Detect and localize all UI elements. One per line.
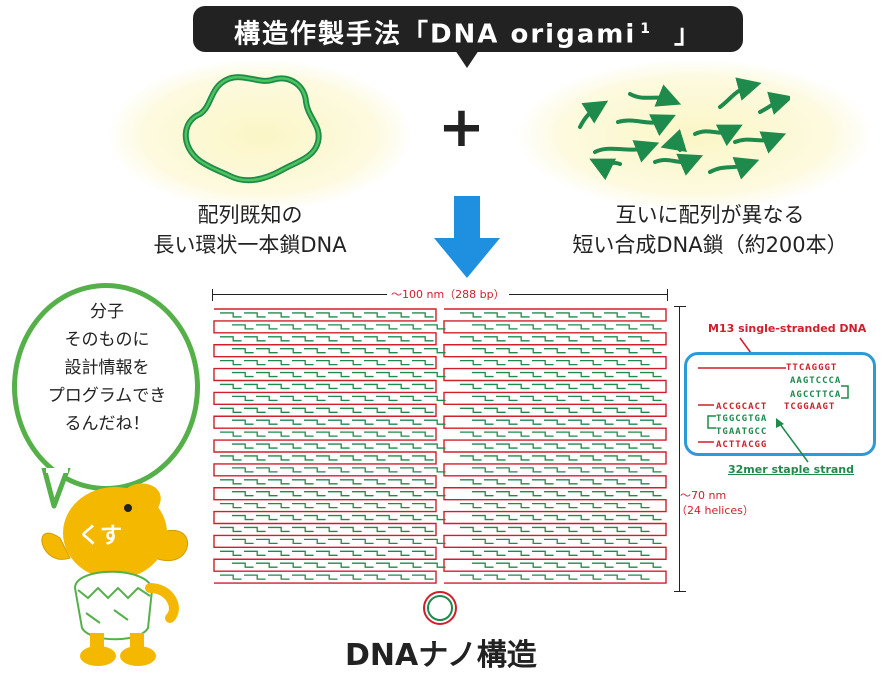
left-caption-line2: 長い環状一本鎖DNA — [153, 233, 347, 257]
m13-label: M13 single-stranded DNA — [708, 322, 867, 335]
bubble-text: 分子 そのものに 設計情報を プログラムでき るんだね！ — [18, 298, 196, 438]
title-text: 構造作製手法「DNA origami — [233, 19, 637, 50]
bubble-line-2: そのものに — [64, 330, 150, 350]
mascot-icon — [41, 483, 188, 666]
width-dimension: ～100 nm（288 bp） — [212, 286, 668, 302]
down-arrow-icon — [434, 196, 500, 278]
right-caption: 互いに配列が異なる 短い合成DNA鎖（約200本） — [560, 200, 860, 260]
short-strands-icon — [578, 77, 790, 181]
seq-8: ACTTACGG — [716, 440, 768, 450]
staple-pointer-icon — [776, 418, 809, 463]
inset-lines — [698, 367, 849, 443]
title-close: 」 — [674, 19, 703, 50]
scaffold-loop-icon — [423, 591, 457, 625]
dna-origami-structure — [213, 308, 667, 584]
speech-bubble — [12, 283, 200, 491]
mascot-label: くす — [78, 524, 123, 549]
sequence-inset — [684, 352, 876, 456]
right-caption-line1: 互いに配列が異なる — [615, 203, 805, 227]
height-label: ～70 nm — [680, 489, 727, 502]
height-sub-label: （24 helices） — [676, 504, 754, 517]
left-caption-line1: 配列既知の — [197, 203, 303, 227]
right-caption-line2: 短い合成DNA鎖（約200本） — [572, 233, 848, 257]
seq-3: AGCCTTCA — [790, 390, 842, 400]
seq-7: TGAATGCC — [716, 427, 768, 437]
bubble-line-4: プログラムでき — [47, 386, 167, 406]
left-glow — [110, 60, 410, 210]
seq-4: ACCGCACT — [716, 402, 768, 412]
plus-sign: + — [438, 95, 485, 160]
seq-1: TTCAGGGT — [786, 363, 838, 373]
bubble-tail — [41, 468, 71, 509]
title-pointer — [455, 50, 479, 68]
seq-2: AAGTCCCA — [790, 376, 842, 386]
nano-structure-title: DNAナノ構造 — [345, 638, 537, 673]
seq-5: TCGGAAGT — [784, 402, 836, 412]
bubble-line-3: 設計情報を — [64, 358, 150, 378]
left-caption: 配列既知の 長い環状一本鎖DNA — [130, 200, 370, 260]
bubble-line-1: 分子 — [90, 302, 124, 322]
title-superscript: 1 — [640, 21, 652, 37]
bubble-line-5: るんだね！ — [64, 414, 150, 434]
height-dimension — [674, 306, 686, 592]
circular-dna-icon — [182, 74, 322, 184]
width-label: ～100 nm（288 bp） — [387, 286, 509, 302]
seq-6: TGGCGTGA — [716, 414, 768, 424]
staple-label: 32mer staple strand — [728, 463, 855, 476]
